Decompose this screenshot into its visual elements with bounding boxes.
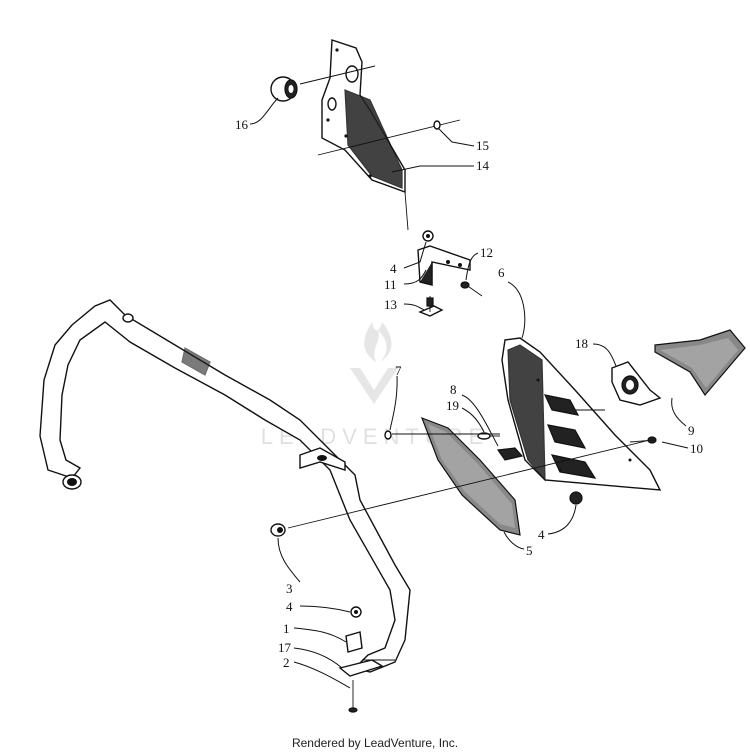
part-4-nut-upper	[422, 230, 434, 242]
handlebar-tube	[39, 299, 411, 673]
callout-9: 9	[688, 423, 695, 438]
part-11-bracket	[417, 245, 471, 286]
callout-6: 6	[498, 265, 505, 280]
callout-5: 5	[526, 543, 533, 558]
part-2-bolt	[348, 680, 358, 713]
callout-18: 18	[575, 336, 588, 351]
callout-4-lower: 4	[286, 599, 293, 614]
part-9-pad	[654, 329, 746, 397]
callout-19: 19	[446, 398, 459, 413]
axis-line-upper	[299, 65, 376, 85]
axis-line-long	[287, 439, 651, 529]
diagram-canvas: LEADVENTURE	[39, 39, 746, 713]
part-7-washer	[384, 430, 392, 440]
part-14-upper-bracket	[321, 39, 406, 193]
callout-10: 10	[690, 441, 703, 456]
callout-16: 16	[235, 117, 249, 132]
part-16-bushing	[270, 76, 298, 102]
part-17-plate	[338, 659, 384, 677]
footer-credit: Rendered by LeadVenture, Inc.	[291, 736, 459, 750]
part-18-bracket	[611, 361, 662, 406]
callout-12: 12	[480, 245, 493, 260]
callout-17: 17	[278, 640, 292, 655]
callout-13: 13	[384, 297, 397, 312]
callout-14: 14	[476, 158, 490, 173]
part-13-bolt	[418, 296, 444, 317]
axis-line-down	[404, 191, 409, 231]
callout-4-mid: 4	[538, 527, 545, 542]
part-15-screw	[433, 120, 441, 130]
callout-4-upper: 4	[390, 261, 397, 276]
callout-8: 8	[450, 382, 457, 397]
callout-7: 7	[395, 363, 402, 378]
callout-11: 11	[384, 277, 397, 292]
callout-2: 2	[283, 655, 290, 670]
part-10-screw	[629, 436, 657, 444]
part-5-pad	[420, 416, 521, 536]
part-3-spacer	[270, 523, 286, 537]
part-12-screw	[460, 281, 483, 297]
part-8-clip	[496, 447, 524, 461]
leader-lines	[249, 97, 689, 689]
part-6-panel	[501, 337, 662, 491]
part-4-nut-mid	[569, 491, 583, 505]
callout-1: 1	[283, 621, 290, 636]
callout-15: 15	[476, 138, 489, 153]
callout-3: 3	[286, 581, 293, 596]
callout-labels: 16 15 14 4 12 6 11 13 18 7 8 19 9 10 4 5…	[235, 117, 703, 670]
part-4-nut-lower	[350, 606, 362, 618]
part-19-rivet	[477, 432, 500, 440]
part-1-clamp	[345, 631, 363, 653]
